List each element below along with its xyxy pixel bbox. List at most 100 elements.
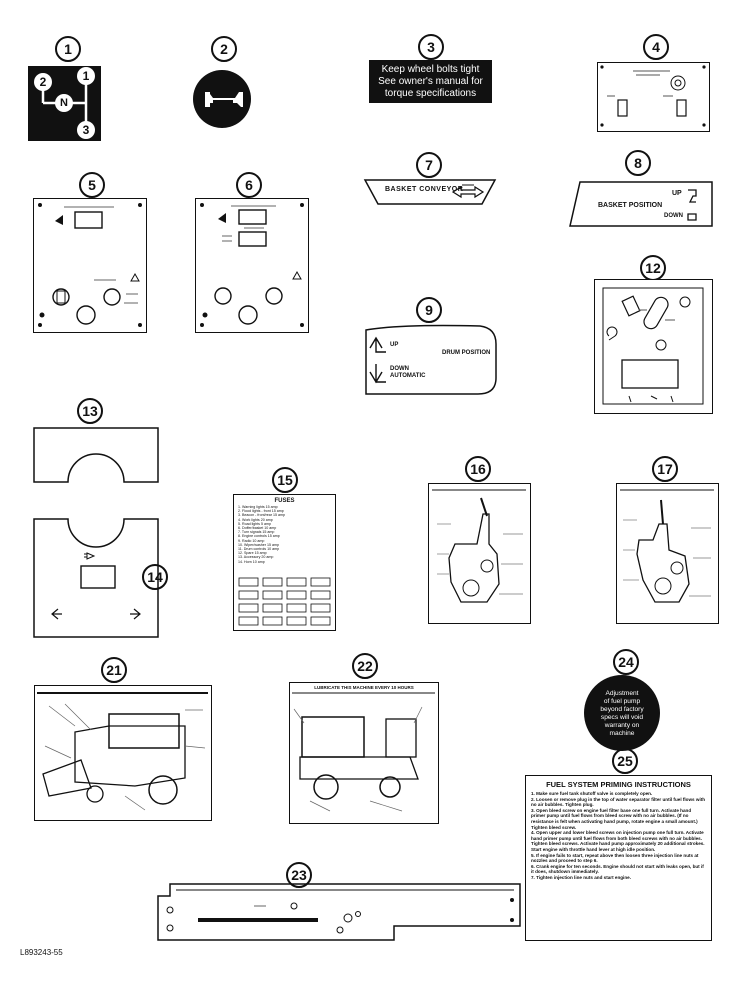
decal-3-line-3: torque specifications — [384, 88, 477, 99]
decal-24-line-4: specs will void — [600, 714, 644, 721]
decal-24-line-1: Adjustment — [605, 690, 639, 697]
decal-9-up: UP — [390, 342, 399, 348]
decal-7-label: BASKET CONVEYOR — [385, 186, 464, 193]
fuse-line: 2. Flood lights - front 15 amp — [238, 509, 284, 514]
decal-7-basket-conveyor: BASKET CONVEYOR — [360, 176, 500, 208]
decal-9-drum-position: UP DRUM POSITION DOWN AUTOMATIC — [360, 322, 500, 398]
fuse-line: 13. Accessory 20 amp — [238, 555, 274, 560]
decal-6-drawing — [200, 203, 304, 327]
decal-4-panel — [597, 62, 710, 132]
decal-9-outline — [365, 324, 497, 395]
fuse-line: 6. Doffer/basket 10 amp — [238, 526, 277, 531]
fuse-line: 11. Drum controls 10 amp — [238, 547, 280, 552]
callout-14: 14 — [142, 564, 168, 590]
decal-8-up: UP — [672, 190, 682, 197]
callout-22: 22 — [352, 653, 378, 679]
decal-21-lubrication-chart — [34, 685, 212, 821]
callout-9: 9 — [416, 297, 442, 323]
callout-24: 24 — [613, 649, 639, 675]
fuse-line: 1. Warning lights 15 amp — [238, 505, 278, 509]
figure-code: L893243-55 — [20, 948, 63, 957]
callout-5: 5 — [79, 172, 105, 198]
decal-3-wheel-bolts: Keep wheel bolts tight See owner's manua… — [369, 60, 492, 103]
callout-13: 13 — [77, 398, 103, 424]
callout-16: 16 — [465, 456, 491, 482]
decal-25-title: FUEL SYSTEM PRIMING INSTRUCTIONS — [546, 780, 691, 789]
decal-24-line-2: of fuel pump — [603, 698, 641, 705]
decal-25-fuel-priming-instructions: FUEL SYSTEM PRIMING INSTRUCTIONS 1. Make… — [525, 775, 712, 941]
decal-24-fuel-pump-warning: Adjustment of fuel pump beyond factory s… — [584, 675, 660, 751]
decal-17-drawing — [620, 489, 714, 603]
decal-14-drawing — [33, 518, 159, 638]
decal-1-shift-pattern: 2 1 N 3 — [28, 66, 101, 141]
priming-step: 1. Make sure fuel tank shutoff valve is … — [531, 791, 653, 796]
decal-8-label: BASKET POSITION — [598, 202, 663, 209]
decal-23-drawing — [157, 883, 521, 941]
priming-step: 4. Open upper and lower bleed screws on … — [531, 830, 705, 852]
callout-6: 6 — [236, 172, 262, 198]
callout-21: 21 — [101, 657, 127, 683]
decal-3-line-2: See owner's manual for — [378, 76, 483, 87]
callout-8: 8 — [625, 150, 651, 176]
fuse-line: 8. Engine controls 15 amp — [238, 534, 280, 539]
fuse-line: 10. Wiper/washer 15 amp — [238, 542, 279, 547]
decal-25-step-list: 1. Make sure fuel tank shutoff valve is … — [531, 791, 706, 881]
decal-8-basket-position: BASKET POSITION UP DOWN — [566, 178, 714, 232]
callout-4: 4 — [643, 34, 669, 60]
decal-22-machine-drawing — [292, 692, 435, 812]
shift-gate-icon — [41, 84, 88, 123]
callout-17: 17 — [652, 456, 678, 482]
shift-position-neutral: N — [60, 97, 68, 109]
callout-25: 25 — [612, 748, 638, 774]
decal-2-hand-hazard — [193, 70, 251, 128]
decal-9-down: DOWN — [390, 366, 409, 372]
decal-22-header: LUBRICATE THIS MACHINE EVERY 10 HOURS — [314, 685, 414, 690]
decal-24-line-6: machine — [609, 730, 635, 737]
shift-position-1: 1 — [77, 67, 95, 85]
decal-9-label: DRUM POSITION — [442, 350, 491, 356]
fuse-line: 12. Spare 15 amp — [238, 551, 267, 556]
decal-12-drawing — [602, 287, 704, 405]
priming-step: 3. Open bleed screw on engine fuel filte… — [531, 807, 698, 830]
decal-22-lubrication-chart: LUBRICATE THIS MACHINE EVERY 10 HOURS — [289, 682, 439, 824]
decal-4-drawing — [600, 65, 706, 127]
decal-3-line-1: Keep wheel bolts tight — [381, 64, 480, 75]
decal-15-fuse-grid — [238, 577, 331, 626]
decal-5-panel — [33, 198, 147, 333]
priming-step: 7. Tighten injection line nuts and start… — [531, 874, 631, 880]
fuse-line: 14. Horn 10 amp — [238, 559, 265, 564]
decal-8-outline — [569, 181, 713, 227]
priming-step: 2. Loosen or remove plug in the top of w… — [531, 796, 706, 808]
decal-16-diagram-decal — [428, 483, 531, 624]
decal-6-panel — [195, 198, 309, 333]
callout-1: 1 — [55, 36, 81, 62]
fuse-line: 4. Work lights 20 amp — [238, 517, 273, 522]
priming-step: 6. Crank engine for ten seconds. Engine … — [531, 863, 704, 875]
decal-23-long-plate — [154, 882, 524, 944]
fuse-line: 9. Radio 10 amp — [238, 538, 265, 543]
decal-8-down: DOWN — [664, 213, 683, 219]
decal-12-panel — [594, 279, 713, 414]
decal-24-line-3: beyond factory — [600, 706, 644, 713]
decal-21-machine-drawing — [37, 692, 208, 811]
callout-2: 2 — [211, 36, 237, 62]
priming-step: 5. If engine fails to start, repeat abov… — [531, 852, 699, 864]
decal-14-plate — [32, 517, 160, 639]
decal-13-outline — [33, 427, 159, 483]
shift-position-2: 2 — [34, 73, 52, 91]
decal-24-line-5: warranty on — [604, 722, 640, 729]
fuse-line: 5. Road lights 5 amp — [238, 521, 271, 526]
decal-17-diagram-decal — [616, 483, 719, 624]
hand-crush-icon — [205, 92, 243, 107]
decal-16-drawing — [432, 489, 526, 603]
fuse-line: 7. Turn signals 15 amp — [238, 530, 275, 535]
callout-7: 7 — [416, 152, 442, 178]
callout-15: 15 — [272, 467, 298, 493]
callout-3: 3 — [418, 34, 444, 60]
decal-15-title: FUSES — [274, 498, 295, 504]
decal-7-outline — [363, 179, 497, 205]
fuse-line: 3. Beacon - front/rear 15 amp — [238, 513, 285, 518]
decal-9-auto: AUTOMATIC — [390, 373, 426, 379]
